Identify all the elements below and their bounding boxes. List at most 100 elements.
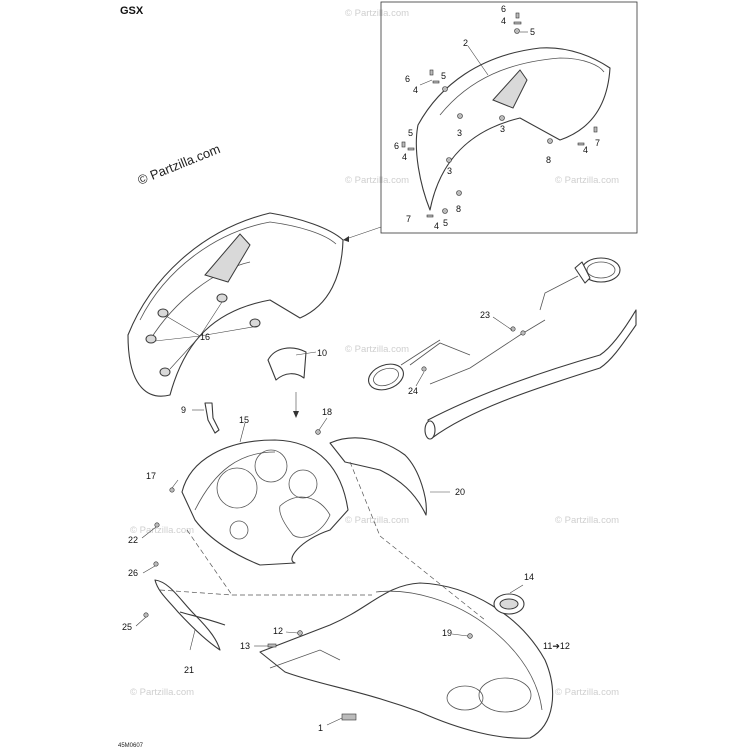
center-display-bezel [279, 496, 331, 538]
washer-icon [432, 80, 440, 84]
grommet-icon [547, 138, 553, 144]
nut-icon [442, 208, 448, 214]
callout-10: 10 [317, 348, 327, 358]
drawing-code: 45M0607 [118, 743, 144, 749]
clip-icon [297, 630, 303, 636]
windshield-detail-inset [342, 1, 638, 242]
copyright-notice: © Partzilla.com [136, 141, 223, 188]
watermark-text: © Partzilla.com [555, 175, 619, 186]
leader-line [154, 301, 259, 370]
callout-26: 26 [128, 568, 138, 578]
gauge-left-opening [216, 467, 258, 509]
callout-15: 15 [239, 415, 249, 425]
mirror-left [368, 363, 404, 391]
windshield-main [127, 212, 344, 397]
callout-5: 5 [530, 27, 535, 37]
part-10-cover [267, 347, 307, 381]
callout-3: 3 [500, 124, 505, 134]
leader-line [326, 717, 343, 726]
callout-13: 13 [240, 641, 250, 651]
windshield-inset [415, 47, 611, 211]
washer-icon [577, 142, 585, 146]
grommet-icon [249, 318, 261, 328]
leader-line [141, 526, 157, 539]
mirror-stem-right [429, 319, 546, 385]
leader-line [171, 479, 179, 489]
mirror-right-arm [539, 275, 579, 311]
windshield-inset-edge [439, 57, 605, 116]
screw-icon [401, 141, 406, 148]
watermark-text: © Partzilla.com [345, 515, 409, 526]
callout-5: 5 [441, 71, 446, 81]
windshield-edge-line [139, 221, 337, 321]
screw-icon [143, 612, 149, 618]
watermarks: © Partzilla.com © Partzilla.com © Partzi… [130, 8, 619, 698]
part-14-ring-inner [499, 598, 519, 610]
console-storage-well [478, 677, 532, 713]
callout-4: 4 [583, 145, 588, 155]
part-21-side-trim [154, 579, 221, 651]
callout-6: 6 [405, 74, 410, 84]
nut-icon [514, 28, 520, 34]
leader-line [419, 79, 433, 86]
grommet-icon [159, 367, 171, 377]
callout-21: 21 [184, 665, 194, 675]
grommet-icon [216, 293, 228, 303]
leader-line [492, 316, 513, 331]
washer-icon [426, 214, 434, 218]
console-body-shell [259, 582, 554, 739]
mirror-stem-left [409, 342, 471, 366]
leader-line [509, 584, 524, 594]
indicator-opening [229, 520, 249, 540]
watermark-text: © Partzilla.com [345, 8, 409, 19]
nut-icon [520, 330, 526, 336]
windshield-shell [127, 212, 344, 397]
leader-line [239, 422, 246, 443]
mirror-handlebar-assembly [368, 257, 637, 440]
washer-icon [407, 147, 415, 151]
nut-icon [421, 366, 427, 372]
leader-line [415, 371, 425, 387]
grommet-icon [145, 334, 157, 344]
watermark-text: © Partzilla.com [555, 515, 619, 526]
callout-16: 16 [200, 332, 210, 342]
leader-line [285, 631, 299, 634]
callout-4: 4 [402, 152, 407, 162]
callout-22: 22 [128, 535, 138, 545]
assembly-dashed-lines [159, 461, 486, 621]
gauge-center-opening [254, 449, 288, 483]
callout-9: 9 [181, 405, 186, 415]
screw-icon [315, 429, 321, 435]
console-cupholder [446, 685, 484, 711]
leader-line [189, 629, 196, 651]
callout-17: 17 [146, 471, 156, 481]
console-upper-edge [375, 590, 543, 711]
screw-icon [593, 126, 598, 133]
inset-frame [380, 1, 638, 234]
callout-7: 7 [595, 138, 600, 148]
screw-icon [429, 69, 434, 76]
handlebar [427, 309, 637, 439]
callout-4: 4 [501, 16, 506, 26]
leader-line [451, 633, 469, 637]
lower-console-body [259, 582, 554, 739]
watermark-text: © Partzilla.com [555, 687, 619, 698]
fastener-icon [467, 633, 473, 639]
callout-6: 6 [501, 4, 506, 14]
assembly-line [159, 589, 233, 596]
part-20-side-panel [329, 437, 427, 516]
inset-hardware [401, 12, 598, 218]
watermark-text: © Partzilla.com [130, 525, 194, 536]
part-9-sensor [204, 402, 220, 434]
watermark-text: © Partzilla.com [345, 344, 409, 355]
washer-icon [513, 21, 522, 25]
nut-icon [442, 86, 448, 92]
grommet-icon [157, 308, 169, 318]
watermark-text: © Partzilla.com [345, 175, 409, 186]
callout-8: 8 [546, 155, 551, 165]
gauge-right-opening [288, 469, 318, 499]
screw-icon [515, 12, 520, 19]
callout-23: 23 [480, 310, 490, 320]
